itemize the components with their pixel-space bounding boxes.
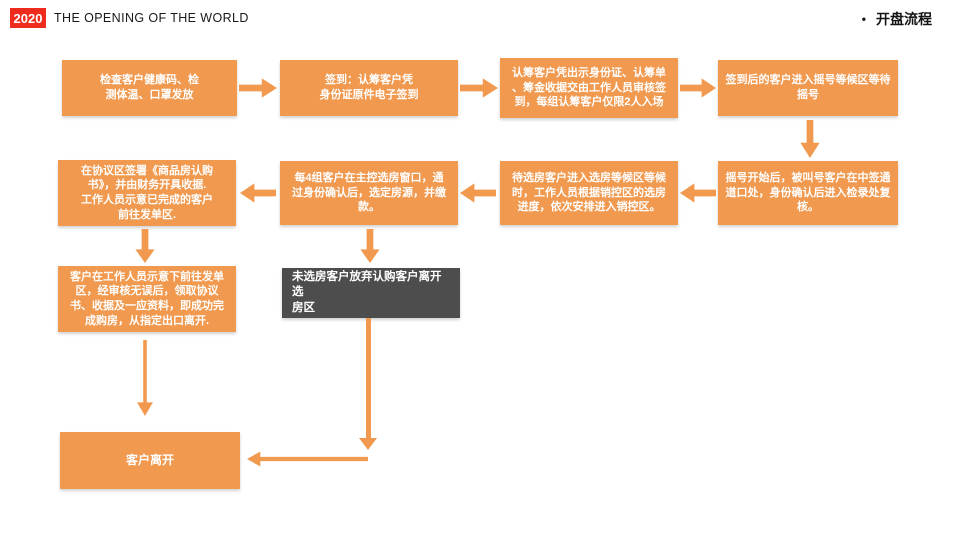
arrow-down-icon [800,120,820,158]
flow-step-customer-leave: 客户离开 [60,432,240,489]
flow-step-choose-house: 每4组客户在主控选房窗口，通 过身份确认后，选定房源，并缴 款。 [280,161,458,225]
section-title: • 开盘流程 [862,9,932,29]
arrow-left-icon [460,183,496,203]
arrow-right-icon [680,78,716,98]
arrow-down-icon [135,229,155,263]
flow-step-check-health: 检查客户健康码、检 测体温、口罩发放 [62,60,237,116]
flow-step-sign-in: 签到：认筹客户凭 身份证原件电子签到 [280,60,458,116]
flow-step-lottery-call: 摇号开始后，被叫号客户在中签通 道口处，身份确认后进入检录处复 核。 [718,161,898,225]
year-badge: 2020 [10,8,46,28]
elbow-connector-line [366,318,371,438]
arrow-left-icon [240,183,276,203]
flow-step-collect-documents: 客户在工作人员示意下前往发单 区，经审核无误后，领取协议 书、收据及一应资料，即… [58,266,236,332]
arrow-left-icon [247,451,368,467]
arrow-down-icon [359,438,377,450]
flow-step-verify-documents: 认筹客户凭出示身份证、认筹单 、筹金收据交由工作人员审核签 到，每组认筹客户仅限… [500,58,678,118]
flow-step-selection-waiting: 待选房客户进入选房等候区等候 时，工作人员根据销控区的选房 进度，依次安排进入销… [500,161,678,225]
section-label: 开盘流程 [876,11,932,27]
arrow-right-icon [460,78,498,98]
arrow-down-icon [137,340,153,416]
flow-step-sign-agreement: 在协议区签署《商品房认购 书》，并由财务开具收据. 工作人员示意已完成的客户 前… [58,160,236,226]
flow-note-no-selection: 未选房客户放弃认购客户离开选 房区 [282,268,460,318]
arrow-left-icon [680,183,716,203]
arrow-down-icon [360,229,380,263]
bullet-icon: • [861,12,866,26]
arrow-right-icon [239,78,277,98]
header-title: THE OPENING OF THE WORLD [54,11,249,25]
slide-header: 2020 THE OPENING OF THE WORLD • 开盘流程 [0,0,960,40]
flow-step-lottery-waiting: 签到后的客户进入摇号等候区等待 摇号 [718,60,898,116]
